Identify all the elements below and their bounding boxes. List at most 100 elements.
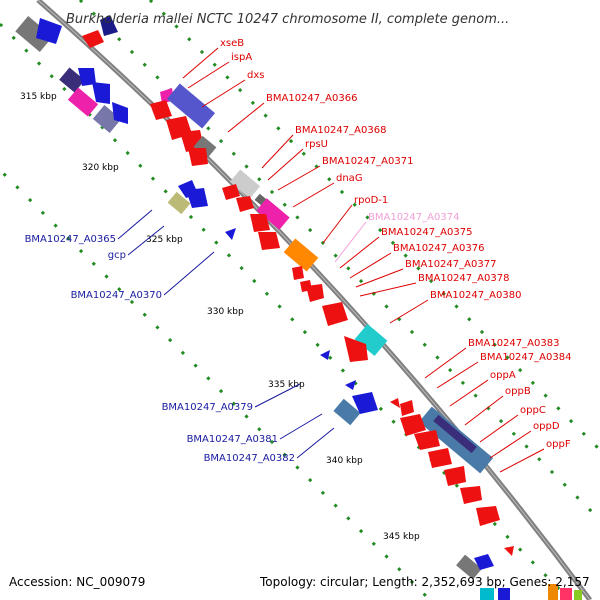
reverse-strand-features	[15, 15, 510, 600]
label-leader	[479, 414, 519, 443]
gene-arrow	[225, 228, 236, 240]
gene-arrow	[222, 184, 240, 200]
gene-label[interactable]: rpoD-1	[354, 195, 388, 206]
label-leader	[464, 395, 504, 426]
gene-arrow	[236, 196, 254, 212]
gene-label[interactable]: oppD	[533, 421, 560, 432]
gene-label[interactable]: BMA10247_A0382	[204, 453, 295, 464]
tick-label: 330 kbp	[207, 307, 244, 317]
label-leader	[279, 413, 323, 440]
gene-arrow	[320, 350, 330, 360]
gene-arrow	[428, 448, 452, 468]
gene-arrow	[188, 148, 208, 166]
gene-arrow	[112, 102, 128, 124]
gene-arrow	[352, 392, 378, 414]
gene-label[interactable]: oppB	[505, 386, 531, 397]
label-leader	[322, 204, 353, 244]
gene-arrow	[474, 554, 494, 570]
gene-block	[283, 238, 319, 272]
gene-label[interactable]: BMA10247_A0365	[25, 234, 116, 245]
gene-label[interactable]: BMA10247_A0374	[368, 212, 459, 223]
gene-block	[92, 105, 122, 133]
gene-label[interactable]: xseB	[220, 38, 244, 49]
label-leader	[339, 236, 380, 269]
accession-label: Accession: NC_009079	[9, 575, 145, 589]
gene-arrow	[36, 18, 62, 44]
label-leader	[227, 102, 265, 133]
tick-label: 340 kbp	[326, 456, 363, 466]
gene-label[interactable]: oppF	[546, 439, 571, 450]
gene-block	[193, 135, 217, 159]
label-leader	[187, 61, 230, 89]
gene-block	[229, 169, 261, 199]
gene-block	[354, 323, 388, 357]
gene-label[interactable]: dxs	[247, 70, 264, 81]
gene-label[interactable]: BMA10247_A0371	[322, 156, 413, 167]
label-leader	[449, 379, 489, 407]
label-leader	[424, 347, 467, 379]
gene-arrow	[92, 82, 110, 104]
gene-label[interactable]: BMA10247_A0383	[468, 338, 559, 349]
gene-label[interactable]: rpsU	[305, 139, 328, 150]
gene-label[interactable]: BMA10247_A0378	[418, 273, 509, 284]
gene-label[interactable]: BMA10247_A0381	[187, 434, 278, 445]
gene-arrow	[322, 302, 348, 326]
label-leader	[163, 251, 215, 296]
gene-label[interactable]: BMA10247_A0366	[266, 93, 357, 104]
gene-block	[256, 198, 290, 230]
gene-arrow	[400, 400, 414, 416]
label-leader	[334, 221, 367, 263]
gene-label[interactable]: BMA10247_A0379	[162, 402, 253, 413]
tick-label: 315 kbp	[20, 92, 57, 102]
gene-arrow	[78, 68, 96, 86]
gene-label[interactable]: oppC	[520, 405, 546, 416]
gene-label[interactable]: ispA	[231, 52, 252, 63]
gene-arrow	[345, 380, 356, 390]
label-leader	[201, 79, 246, 108]
label-leader	[489, 430, 532, 459]
gene-block	[15, 16, 53, 52]
gene-label[interactable]: BMA10247_A0377	[405, 259, 496, 270]
gene-block	[67, 87, 99, 117]
gene-block	[167, 191, 191, 215]
gene-label[interactable]: BMA10247_A0384	[480, 352, 571, 363]
forward-strand-features	[150, 83, 582, 600]
gene-arrow	[82, 30, 104, 48]
gene-label[interactable]: gcp	[108, 250, 126, 261]
label-leader	[436, 361, 479, 389]
label-leader	[182, 47, 219, 79]
gene-label[interactable]: BMA10247_A0368	[295, 125, 386, 136]
label-leader	[355, 268, 404, 288]
gene-arrow	[444, 466, 466, 486]
gene-arrow	[460, 486, 482, 504]
label-leader	[499, 448, 545, 473]
gene-arrow	[344, 336, 368, 362]
reverse-labels: BMA10247_A0365gcpBMA10247_A0370BMA10247_…	[25, 209, 335, 464]
label-leader	[117, 209, 153, 240]
label-leader	[127, 225, 165, 256]
label-leader	[292, 182, 335, 208]
map-title: Burkholderia mallei NCTC 10247 chromosom…	[66, 12, 509, 27]
label-leader	[359, 282, 417, 297]
gene-arrow	[306, 284, 324, 302]
gene-block	[59, 67, 85, 93]
label-leader	[389, 299, 429, 324]
gene-arrow	[100, 15, 118, 36]
gene-arrow	[250, 214, 270, 232]
gene-label[interactable]: dnaG	[336, 173, 363, 184]
gene-block	[456, 554, 482, 580]
gene-label[interactable]: BMA10247_A0370	[71, 290, 162, 301]
gene-label[interactable]: oppA	[490, 370, 516, 381]
gene-arrow	[414, 430, 440, 450]
label-leader	[349, 252, 392, 279]
gene-label[interactable]: BMA10247_A0376	[393, 243, 484, 254]
gene-label[interactable]: BMA10247_A0375	[381, 227, 472, 238]
gene-label[interactable]: BMA10247_A0380	[430, 290, 521, 301]
tick-label: 335 kbp	[268, 380, 305, 390]
label-leader	[296, 427, 335, 459]
label-leader	[277, 165, 321, 191]
gene-block	[166, 83, 216, 129]
tick-label: 320 kbp	[82, 163, 119, 173]
